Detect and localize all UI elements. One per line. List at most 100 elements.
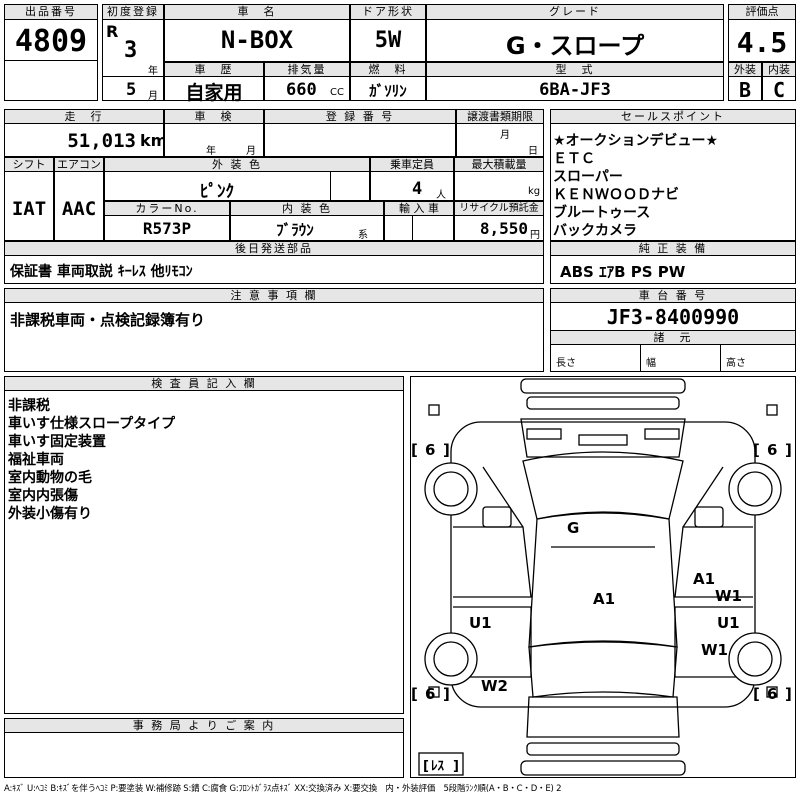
inspector-line: 室内内張傷: [8, 488, 78, 504]
damage-mark-w2-left: W2: [481, 677, 508, 695]
int-color-suffix: 系: [358, 230, 368, 241]
import-label: 輸 入 車: [384, 201, 454, 216]
color-no: R573P: [142, 219, 192, 238]
tire-tread-bl-bracket-l: [: [411, 685, 418, 703]
tire-tread-bl-bracket-r: ]: [443, 685, 450, 703]
shift-label: シフト: [4, 157, 54, 172]
spare-box: [418, 752, 464, 776]
mirror-l: [482, 506, 512, 528]
inspector-line: 福祉車両: [8, 452, 64, 468]
corner-tr: [766, 404, 778, 416]
rear-glass: [528, 640, 678, 698]
pillar-fr: [682, 466, 724, 528]
transfer-label: 譲渡書類期限: [456, 109, 544, 124]
damage-mark-a1-roof: A1: [593, 590, 615, 608]
inspector-label: 検 査 員 記 入 欄: [4, 376, 404, 391]
accessories-label: 後日発送部品: [4, 241, 544, 256]
door-label: ドア形状: [350, 4, 426, 20]
ext-color-divider: [330, 172, 331, 201]
fuel: ｶﾞｿﾘﾝ: [369, 82, 407, 100]
tire-fr-inner: [737, 471, 773, 507]
reg-month: 5: [126, 80, 137, 100]
spare-bracket-l: [: [423, 759, 429, 774]
tire-tread-tr-bracket-r: ]: [785, 441, 792, 459]
mileage: 51,013: [67, 130, 136, 152]
inspection-label: 車 検: [164, 109, 264, 124]
tire-tread-tr-bracket-l: [: [753, 441, 760, 459]
damage-mark-u1-right: U1: [717, 614, 740, 632]
lot-divider: [4, 60, 98, 61]
sales-point: バックカメラ: [553, 223, 637, 239]
damage-mark-a1-right: A1: [693, 570, 715, 588]
transfer-month-unit: 月: [500, 130, 510, 141]
displacement: 660: [286, 80, 317, 100]
width-label: 幅: [646, 358, 656, 369]
lot-number: 4809: [14, 24, 88, 59]
damage-mark-w1-right-lower: W1: [701, 641, 728, 659]
capacity: 4: [412, 179, 423, 199]
tire-tread-tr: 6: [767, 441, 777, 459]
inspection-year-unit: 年: [206, 146, 216, 157]
sales-cell: [550, 109, 796, 241]
grille: [578, 434, 628, 446]
office-label: 事 務 局 よ り ご 案 内: [4, 718, 404, 733]
tire-rl-inner: [433, 641, 469, 677]
lot-label: 出品番号: [4, 4, 98, 20]
shift: IAT: [11, 198, 47, 220]
spare-bracket-r: ]: [453, 759, 459, 774]
ac: AAC: [61, 198, 97, 220]
rear-bumper: [520, 760, 686, 776]
transfer-day-unit: 日: [528, 146, 538, 157]
tire-tread-br-bracket-r: ]: [785, 685, 792, 703]
dims-divider-1: [640, 345, 641, 372]
tailgate: [526, 696, 680, 738]
recycle-fee: 8,550: [479, 219, 528, 238]
door-rl: [453, 606, 532, 678]
era: R: [106, 22, 119, 41]
spare-label: ﾚｽ: [431, 759, 445, 774]
mileage-label: 走 行: [4, 109, 164, 124]
corner-tl: [428, 404, 440, 416]
sales-label: セールスポイント: [550, 109, 796, 124]
ext-color: ﾋﾟﾝｸ: [200, 182, 234, 202]
damage-mark-w1-right-upper: W1: [715, 587, 742, 605]
int-color-label: 内 装 色: [230, 201, 384, 216]
tire-tread-tl-bracket-r: ]: [443, 441, 450, 459]
mirror-r: [694, 506, 724, 528]
door-fl: [453, 526, 532, 598]
exterior-label: 外装: [728, 62, 762, 77]
mileage-unit: km: [140, 131, 168, 150]
hood: [520, 418, 686, 458]
windshield: [522, 451, 684, 520]
load-label: 最大積載量: [454, 157, 544, 172]
chassis-label: 車 台 番 号: [550, 288, 796, 303]
damage-mark-g: G: [567, 519, 579, 537]
corner-br: [766, 686, 778, 698]
exterior-grade: B: [738, 78, 752, 102]
front-light-l: [526, 428, 562, 440]
accessories: 保証書 車両取説 ｷｰﾚｽ 他ﾘﾓｺﾝ: [10, 264, 193, 280]
reg-divider: [102, 76, 164, 77]
first-reg-section: [102, 4, 164, 101]
tire-fl-inner: [433, 471, 469, 507]
notes: 非課税車両・点検記録簿有り: [10, 311, 206, 329]
sales-point: ★オークションデビュー★: [553, 133, 719, 149]
int-color: ﾌﾞﾗｳﾝ: [276, 221, 314, 239]
import-divider: [412, 216, 413, 241]
door-rr: [674, 606, 753, 678]
model-label: 型 式: [426, 62, 724, 77]
inspector-line: 非課税: [8, 398, 50, 414]
history: 自家用: [185, 82, 243, 104]
tire-rr-inner: [737, 641, 773, 677]
score-label: 評価点: [728, 4, 796, 20]
sales-point: スローパー: [553, 169, 623, 185]
tire-tread-tl: 6: [425, 441, 435, 459]
score: 4.5: [736, 26, 788, 59]
capacity-label: 乗車定員: [370, 157, 454, 172]
lot-section: [4, 4, 98, 101]
roof: [528, 512, 678, 648]
door-type: 5W: [374, 28, 402, 53]
car-name: N-BOX: [220, 26, 294, 54]
equipment-label: 純 正 装 備: [550, 241, 796, 256]
capacity-unit: 人: [436, 190, 446, 201]
